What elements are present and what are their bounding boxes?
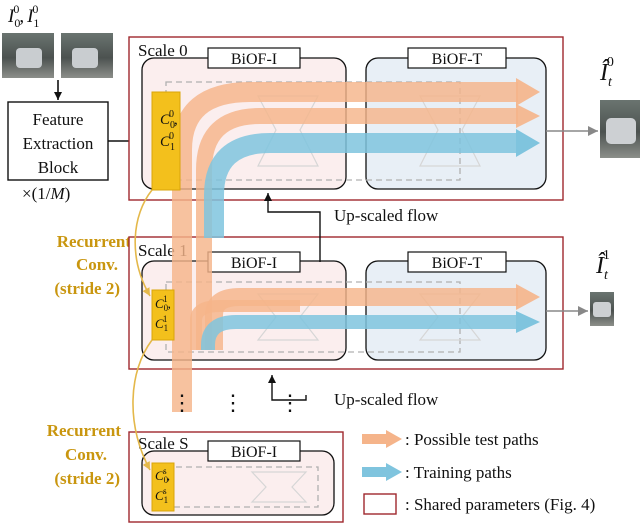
input-frames-label: I00,I10 [7, 2, 39, 30]
test-paths [172, 82, 518, 412]
legend-test-arrowhead [386, 430, 402, 448]
test-path-scale0-vertical [172, 82, 518, 412]
ellipsis-3: ⋮ [279, 390, 301, 415]
scale-0-biof-i-title-box [207, 47, 301, 69]
svg-text:(stride 2): (stride 2) [54, 279, 120, 298]
ellipsis-1: ⋮ [171, 390, 193, 415]
cost-volume-scale-1 [151, 289, 175, 341]
svg-text:Conv.: Conv. [76, 255, 118, 274]
legend-test-label: : Possible test paths [405, 430, 539, 449]
cost-volume-scale-1-label-2: C11 [155, 314, 168, 333]
feature-block-line2: Extraction [23, 134, 94, 153]
svg-text:Recurrent: Recurrent [47, 421, 122, 440]
feature-block-line3: Block [38, 158, 79, 177]
feature-block-scale-note: ×(1/M) [22, 184, 70, 203]
training-arrowhead-2 [516, 311, 540, 333]
scale-1-biof-i-label: BiOF-I [231, 255, 277, 272]
scale-1-biof-t-title-box [407, 251, 507, 273]
svg-text:Recurrent: Recurrent [57, 232, 132, 251]
input-frame-1-car [72, 48, 98, 68]
input-frame-0-car [16, 48, 42, 68]
recurrent-conv-label-2: Recurrent Conv. (stride 2) [47, 421, 122, 488]
scale-1-biof-t-module [365, 260, 547, 361]
output-0-car [606, 118, 636, 144]
test-arrowhead-3 [516, 284, 540, 310]
svg-text:(stride 2): (stride 2) [54, 469, 120, 488]
training-path-scale0 [204, 133, 518, 238]
ellipsis-2: ⋮ [222, 390, 244, 415]
scale-s-biof-i-title-box [207, 440, 301, 462]
scale-0-label: Scale 0 [138, 41, 188, 60]
scale-0-biof-t-label: BiOF-T [432, 51, 483, 68]
legend-train-arrowhead [386, 463, 402, 481]
scale-s-label: Scale S [138, 434, 189, 453]
feature-block-line1: Feature [33, 110, 84, 129]
training-arrowhead-1 [516, 129, 540, 157]
recurrent-arrow-1 [134, 189, 153, 297]
cost-volume-scale-s-label: C0s, [155, 466, 170, 485]
upscaled-flow-label-1: Up-scaled flow [334, 206, 439, 225]
test-path-scale1-inner [190, 300, 300, 350]
cost-volume-scale-0-label-2: C10 [160, 131, 175, 153]
upscaled-flow-connector-1 [264, 193, 321, 262]
scale-0-biof-i-label: BiOF-I [231, 51, 277, 68]
scale-0-biof-t-title-box [407, 47, 507, 69]
svg-text:Conv.: Conv. [65, 445, 107, 464]
test-path-arrowheads [516, 78, 540, 310]
input-frames [2, 33, 113, 78]
training-paths [201, 133, 518, 350]
recurrent-arrow-2 [132, 339, 153, 471]
cost-volume-scale-1-label: C01, [155, 294, 171, 313]
output-1-car [593, 302, 611, 317]
legend-shared-swatch [363, 493, 397, 515]
output-0-label: Ît0 [599, 55, 614, 90]
test-arrowhead-2 [516, 104, 540, 128]
test-arrowhead-1 [516, 78, 540, 106]
upscaled-flow-label-2: Up-scaled flow [334, 390, 439, 409]
cost-volume-scale-s-label-2: C1s [155, 486, 168, 505]
cost-volume-scale-s [151, 462, 175, 512]
legend-shared-label: : Shared parameters (Fig. 4) [405, 495, 595, 514]
cost-volume-scale-0-label: C00, [160, 109, 178, 131]
cost-volume-scale-0 [151, 91, 181, 191]
legend-train-label: : Training paths [405, 463, 512, 482]
scale-1-biof-t-label: BiOF-T [432, 255, 483, 272]
upscaled-flow-connector-2 [268, 375, 307, 401]
training-path-scale1 [201, 315, 518, 350]
feature-extraction-block [7, 101, 109, 181]
output-1-label: Ît1 [595, 248, 610, 283]
training-path-arrowheads [516, 129, 540, 333]
legend: : Possible test paths : Training paths :… [362, 430, 595, 515]
recurrent-conv-label-1: Recurrent Conv. (stride 2) [54, 232, 131, 298]
test-path-scale0-inner [196, 108, 518, 350]
scale-s-biof-i-label: BiOF-I [231, 444, 277, 461]
scale-s-warp-shape [250, 471, 308, 503]
